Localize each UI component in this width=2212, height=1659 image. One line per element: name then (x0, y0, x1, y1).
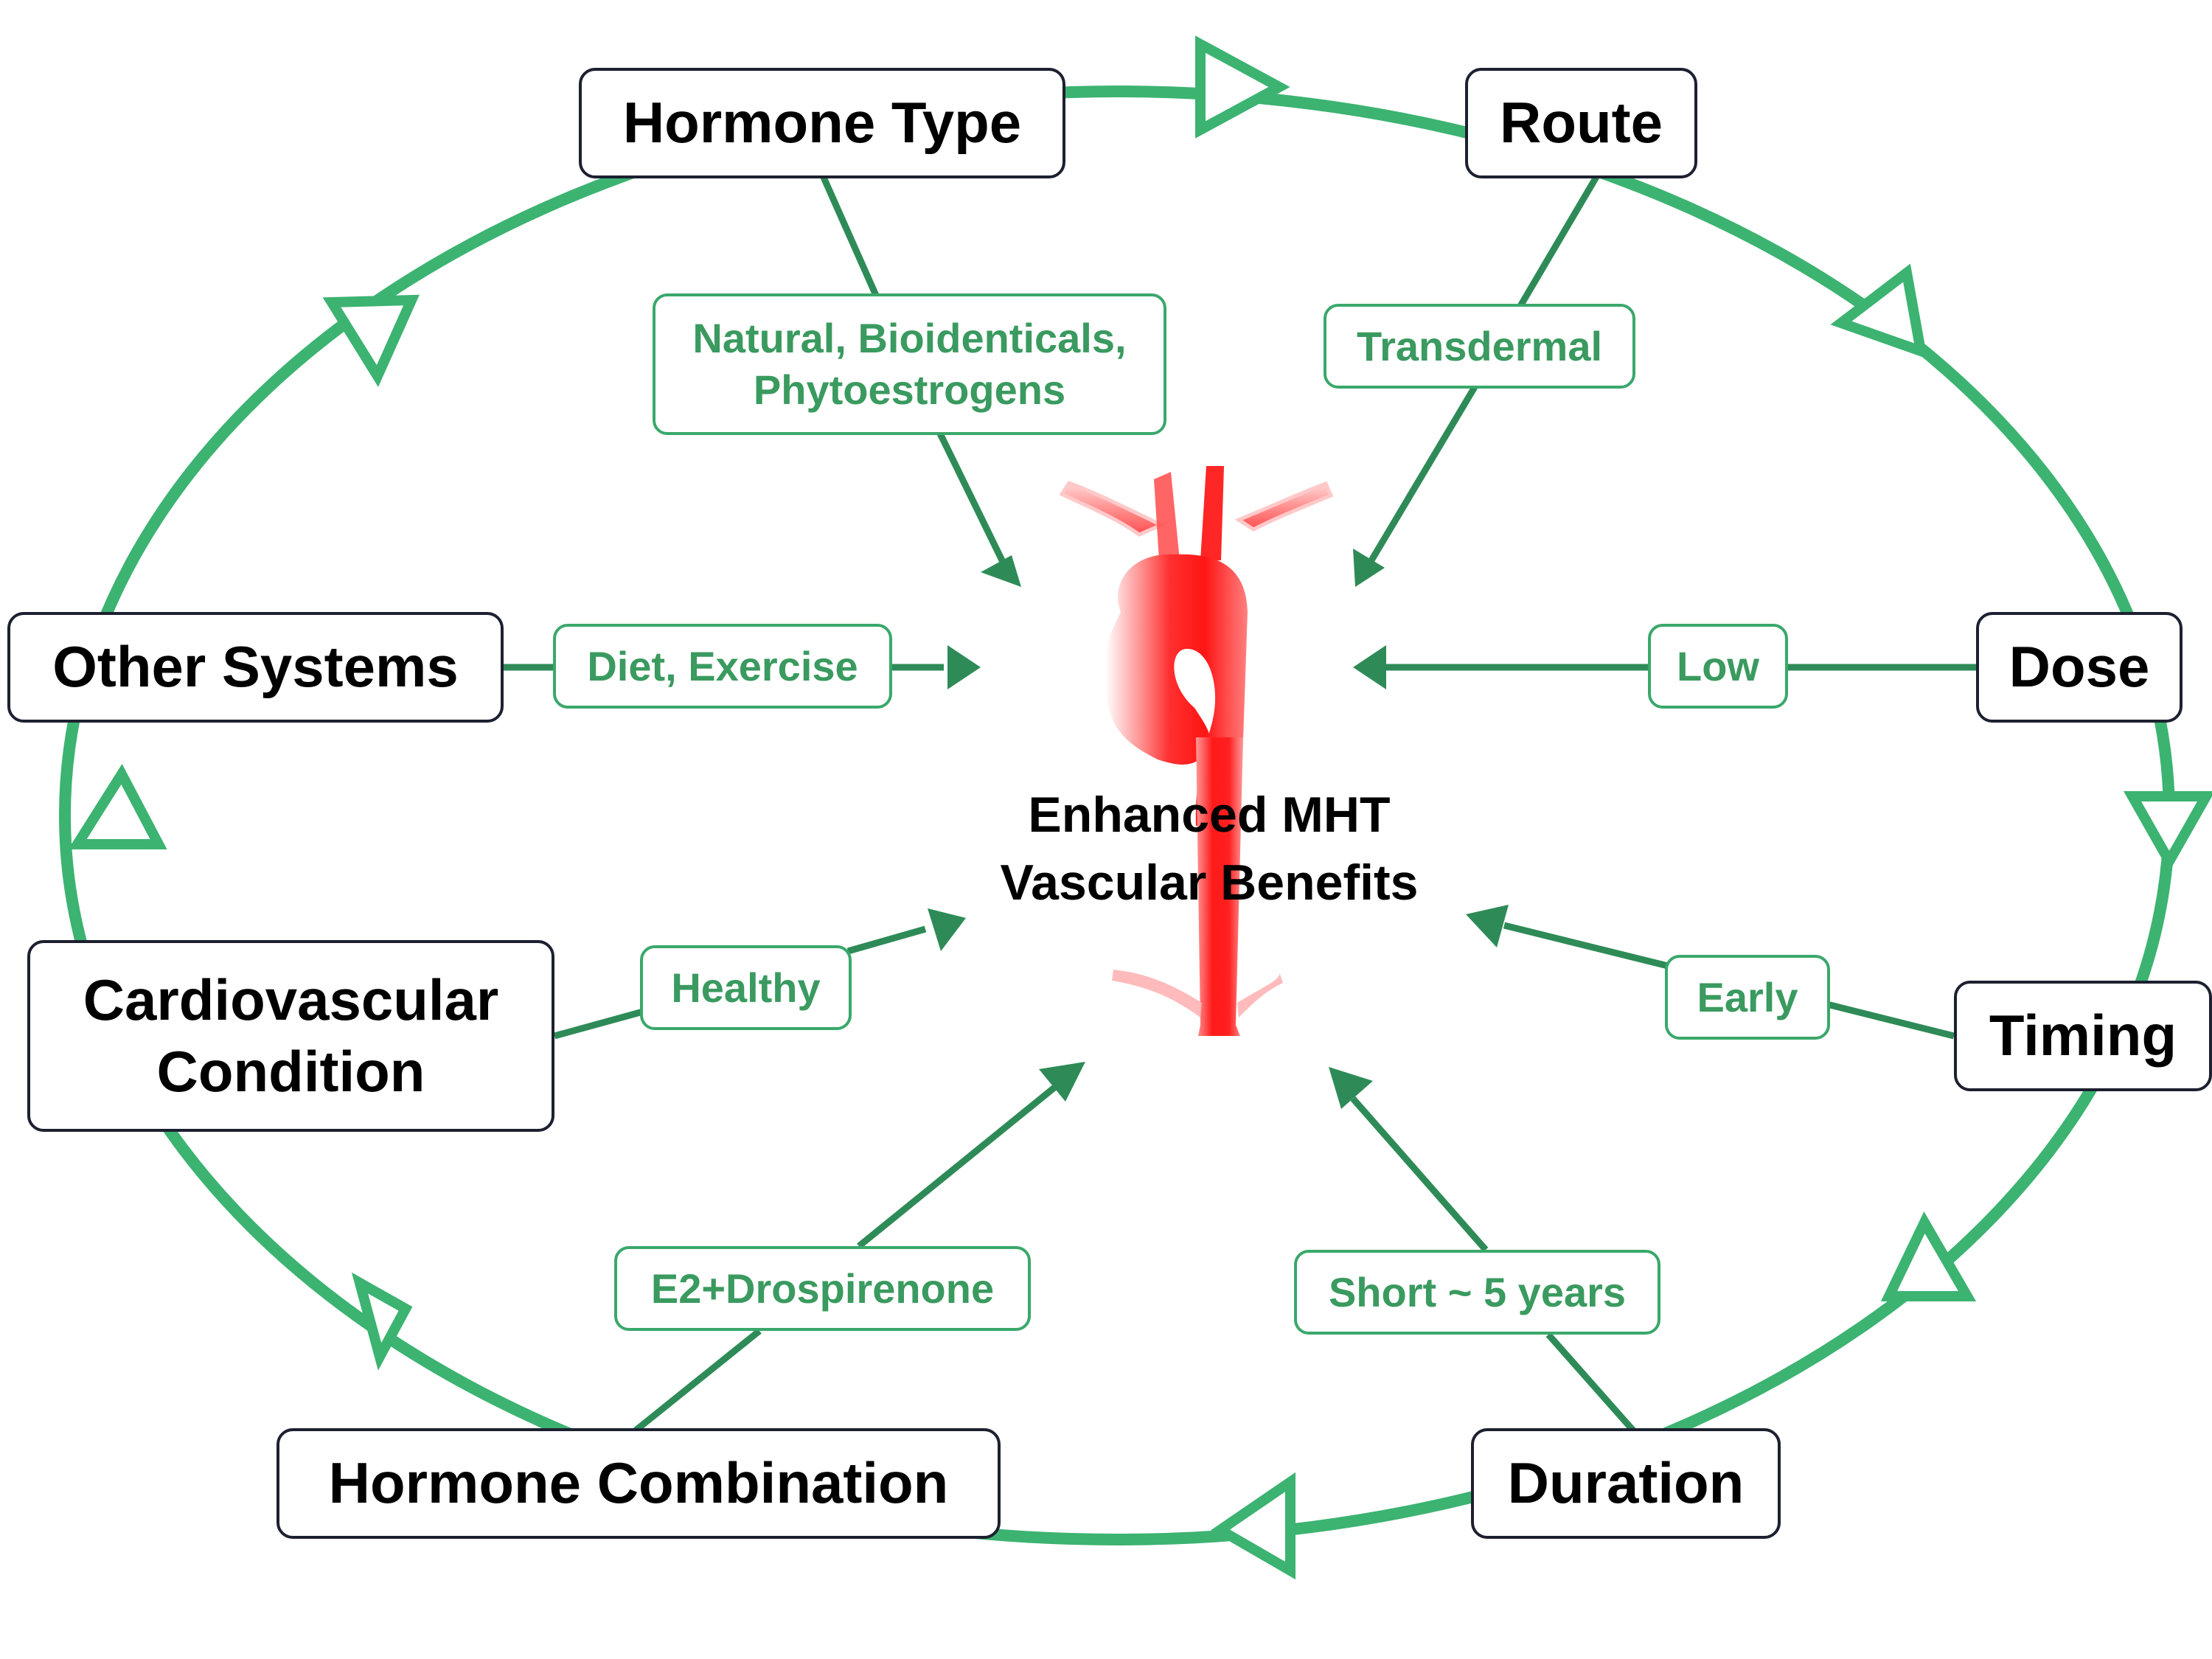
arrowhead-other-systems (947, 645, 981, 689)
factor-cardiovascular-condition: Cardiovascular Condition (27, 940, 554, 1132)
arrowhead-cardio (928, 908, 966, 951)
cycle-arrow-right (2123, 791, 2212, 872)
effect-dose: Low (1648, 624, 1788, 709)
cycle-arrow-upper-left (322, 294, 420, 387)
effect-hormone-combination: E2+Drospirenone (614, 1246, 1031, 1331)
center-label-line2: Vascular Benefits (1000, 854, 1419, 911)
connector-duration-upper (1350, 1096, 1489, 1252)
aorta-lower-left-branch (1112, 970, 1202, 1018)
connector-timing-left (1503, 922, 1669, 970)
cycle-arrow-lower-right (1880, 1211, 1977, 1301)
aorta-right-branch (1234, 481, 1334, 532)
connector-combination-lower (633, 1328, 762, 1433)
effect-duration: Short ~ 5 years (1294, 1250, 1660, 1335)
cycle-arrow-lower-left (351, 1272, 413, 1371)
aorta-lower-right-branch (1237, 972, 1283, 1018)
factor-hormone-type: Hormone Type (579, 68, 1065, 178)
factor-dose: Dose (1976, 612, 2183, 723)
aorta-descending (1196, 737, 1243, 1036)
effect-hormone-type-line2: Phytoestrogens (753, 366, 1066, 413)
connector-cardio-left (553, 1008, 644, 1040)
factor-cardiovascular-line2: Condition (156, 1039, 425, 1104)
connector-duration-lower (1545, 1332, 1636, 1433)
effect-hormone-type-line1: Natural, Bioidenticals, (692, 315, 1127, 361)
factor-other-systems: Other Systems (7, 612, 504, 723)
connector-route-upper (1517, 175, 1599, 308)
factor-route: Route (1465, 68, 1697, 178)
aorta-icon (1059, 466, 1334, 1036)
effect-route: Transdermal (1324, 304, 1635, 389)
factor-hormone-combination: Hormone Combination (276, 1428, 1001, 1539)
factor-timing: Timing (1954, 981, 2212, 1091)
aorta-small-branch-1 (1154, 472, 1180, 560)
arrowhead-route (1353, 549, 1385, 587)
cycle-arrow-bottom (1210, 1472, 1295, 1580)
cycle-arrow-top (1195, 35, 1290, 139)
cycle-arrow-upper-right (1830, 263, 1928, 359)
factor-cardiovascular-line1: Cardiovascular (83, 967, 499, 1032)
connector-hormone-type-upper (818, 173, 881, 300)
effect-other-systems: Diet, Exercise (553, 624, 892, 709)
connector-cardio-right (846, 925, 927, 955)
effect-timing: Early (1665, 955, 1830, 1040)
aorta-small-branch-2 (1200, 466, 1224, 560)
effect-hormone-type: Natural, Bioidenticals, Phytoestrogens (653, 293, 1166, 435)
arrowhead-dose (1353, 645, 1386, 689)
arrowhead-timing (1466, 905, 1509, 947)
center-label-line1: Enhanced MHT (1028, 787, 1391, 843)
connector-timing-right (1826, 1001, 1955, 1040)
arrowhead-duration (1329, 1067, 1373, 1109)
center-label: Enhanced MHT Vascular Benefits (929, 782, 1489, 917)
arrowhead-combination (1039, 1062, 1085, 1102)
factor-duration: Duration (1471, 1428, 1781, 1539)
aorta-left-branch (1059, 480, 1166, 537)
effect-cardiovascular: Healthy (640, 945, 852, 1030)
connectors (504, 173, 1976, 1433)
connector-route-lower (1368, 385, 1478, 563)
connector-combination-upper (857, 1085, 1057, 1249)
arrowhead-hormone-type (981, 555, 1021, 587)
cycle-arrow-left (68, 764, 167, 849)
connector-hormone-type-lower (936, 432, 1006, 563)
connector-arrowheads (928, 549, 1509, 1109)
cycle-direction-markers (68, 35, 2212, 1580)
